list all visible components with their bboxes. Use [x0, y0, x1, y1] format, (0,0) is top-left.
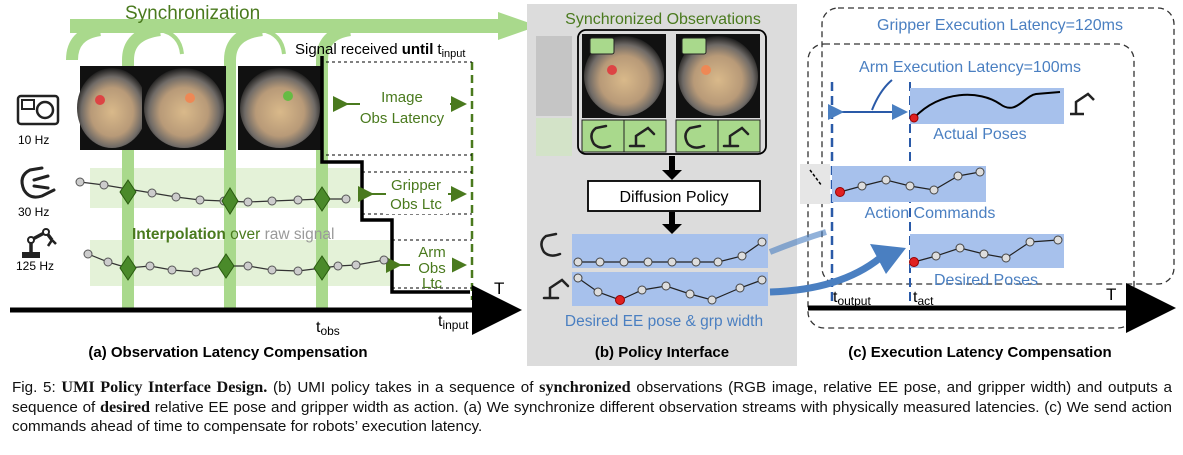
- interp-word: Interpolation: [132, 226, 226, 243]
- signal-t-sub: input: [442, 48, 466, 60]
- camera-frames: [77, 66, 322, 150]
- caption-p2: observations (RGB image, relative EE pos…: [12, 379, 1172, 416]
- rate-gripper: 30 Hz: [18, 205, 49, 219]
- caption-b: (b) Policy Interface: [595, 344, 729, 361]
- arm-ltc-1: Arm: [418, 244, 446, 261]
- desired-poses-label: Desired Poses: [934, 272, 1038, 289]
- signal-received-text: Signal received: [295, 41, 402, 58]
- svg-text:tinput: tinput: [438, 313, 469, 332]
- panel-c: Gripper Execution Latency=120ms Arm Exec…: [768, 7, 1176, 361]
- caption-c: (c) Execution Latency Compensation: [848, 344, 1111, 361]
- t-output: t: [833, 289, 838, 306]
- t-input: t: [438, 313, 443, 330]
- actual-poses-curve: [913, 91, 1061, 119]
- transfer-arrow-2: [769, 255, 883, 296]
- signal-step-line: [320, 56, 470, 294]
- t-input-sub: input: [442, 318, 469, 332]
- rate-arm: 125 Hz: [16, 259, 54, 273]
- interp-over: over: [226, 226, 265, 243]
- t-output-sub: output: [837, 294, 871, 308]
- caption-p3: relative EE pose and gripper width as ac…: [12, 398, 1172, 436]
- image-latency-2: Obs Latency: [360, 110, 445, 127]
- action-commands-label: Action Commands: [865, 205, 996, 222]
- sync-obs-title: Synchronized Observations: [565, 11, 761, 28]
- gripper-ltc-2: Obs Ltc: [390, 196, 442, 213]
- svg-text:toutput: toutput: [833, 289, 871, 308]
- caption-w-desired: desired: [99, 397, 151, 416]
- sync-obs-box: [577, 29, 767, 155]
- actual-poses-label: Actual Poses: [933, 126, 1026, 143]
- panel-b: Synchronized Observations: [527, 4, 797, 366]
- fig-title: UMI Policy Interface Design.: [61, 378, 268, 396]
- gripper-ltc-1: Gripper: [391, 177, 441, 194]
- svg-text:Interpolation over raw signal: Interpolation over raw signal: [132, 226, 334, 243]
- axis-T-c: T: [1106, 285, 1116, 304]
- figure-caption: Fig. 5: UMI Policy Interface Design. (b)…: [12, 378, 1172, 437]
- gripper-latency-label: Gripper Execution Latency=120ms: [877, 17, 1123, 34]
- gripper-latency-box: [821, 7, 1175, 285]
- arm-ltc-3: Ltc: [422, 275, 443, 292]
- gripper-icon: [20, 166, 56, 199]
- axis-T-a: T: [494, 279, 504, 298]
- signal-until-text: until: [402, 41, 434, 58]
- interp-raw: raw signal: [265, 226, 335, 243]
- sync-obs-frame-1: [581, 34, 667, 153]
- t-act-sub: act: [917, 294, 934, 308]
- arm-latency-label: Arm Execution Latency=100ms: [859, 59, 1081, 76]
- arm-ltc-2: Obs: [418, 260, 446, 277]
- image-latency-1: Image: [381, 89, 423, 106]
- fig-label: Fig. 5:: [12, 379, 62, 396]
- arm-output-box: [572, 272, 768, 306]
- t-obs-sub: obs: [320, 324, 339, 338]
- caption-a: (a) Observation Latency Compensation: [88, 344, 367, 361]
- desired-label: Desired EE pose & grp width: [565, 313, 763, 330]
- caption-p1: (b) UMI policy takes in a sequence of: [267, 379, 540, 396]
- sync-arrow-head: [498, 12, 538, 40]
- signal-t-text: t: [437, 41, 442, 58]
- robot-arm-icon: [22, 228, 57, 258]
- t-act: t: [913, 289, 918, 306]
- svg-text:tact: tact: [913, 289, 934, 308]
- arm-band: [90, 240, 390, 286]
- sync-label: Synchronization: [125, 3, 260, 24]
- svg-text:tobs: tobs: [316, 319, 340, 338]
- camera-icon: [16, 94, 60, 126]
- transfer-arrow-1: [768, 229, 827, 255]
- diffusion-policy-label: Diffusion Policy: [619, 189, 728, 206]
- t-obs: t: [316, 319, 321, 336]
- diffusion-policy-box: [587, 180, 761, 212]
- caption-w-sync: synchronized: [539, 378, 631, 396]
- rate-camera: 10 Hz: [18, 133, 49, 147]
